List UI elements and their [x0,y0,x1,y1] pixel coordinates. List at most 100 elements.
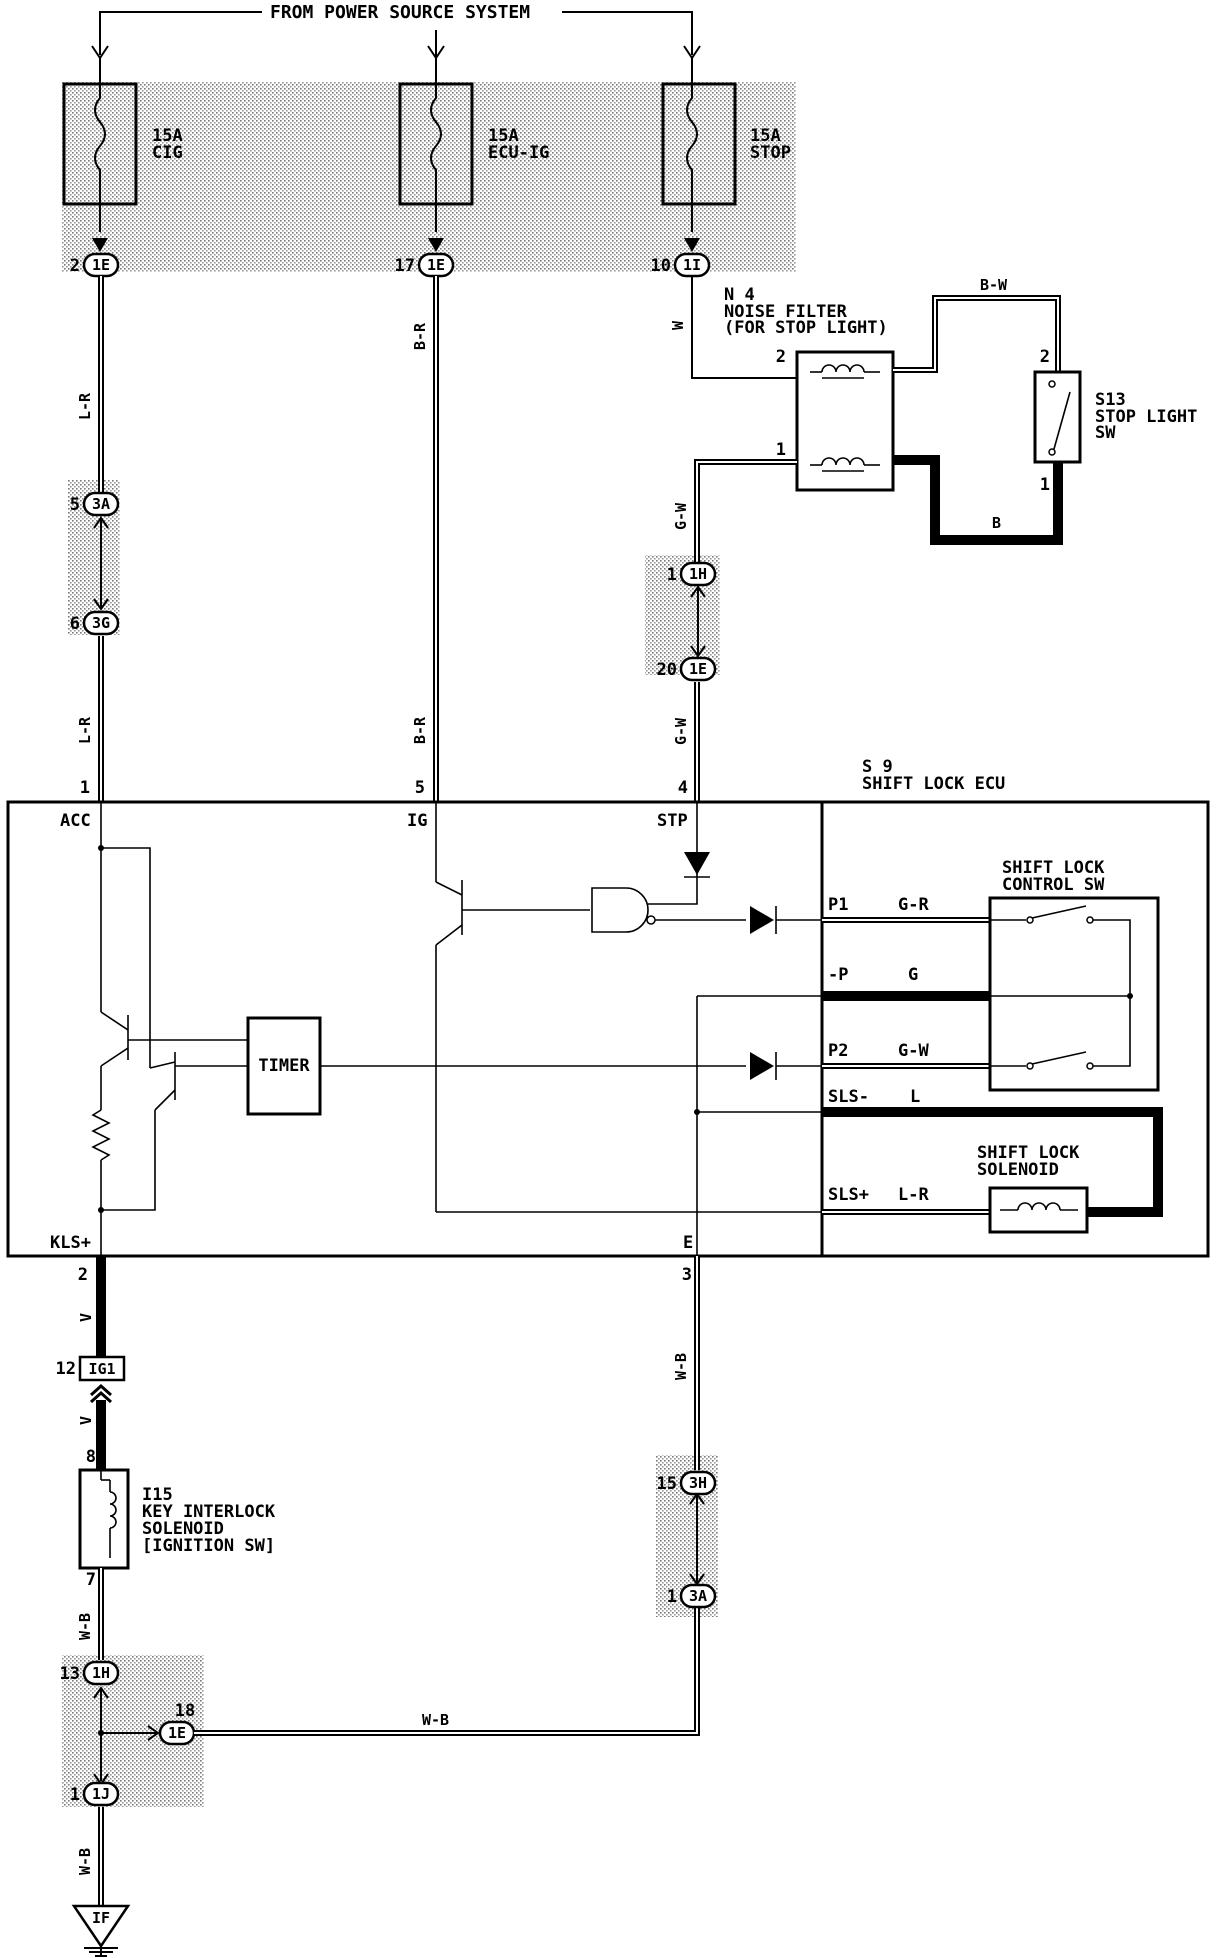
wire-color-stop-top: W [669,320,687,330]
stop-light-switch-sub: SW [1095,423,1116,443]
solenoid-line1: SHIFT LOCK [977,1143,1080,1163]
svg-text:10: 10 [651,256,671,276]
svg-text:3G: 3G [92,614,110,632]
svg-text:6: 6 [70,614,80,634]
wire-b: B [893,455,1063,545]
terminal-sls-minus: SLS- [828,1087,869,1107]
wire-color-horizontal: W-B [422,1711,449,1729]
fuse-cig-rating: 15A [152,126,183,146]
svg-text:1E: 1E [168,1724,186,1742]
wire-color-stp-top: G-W [672,502,690,530]
wire-color-ground: W-B [76,1848,94,1875]
svg-text:15: 15 [657,1474,677,1494]
wire-color-ig-top: B-R [411,322,429,350]
stop-light-switch-pin-2: 2 [1040,347,1050,367]
svg-text:1I: 1I [683,256,701,274]
ecu-terminals: P1 G-R -P G P2 G-W SLS- L SLS+ L-R [822,895,1163,1217]
wire-color-kls-bottom: V [77,1416,95,1425]
power-source-header: FROM POWER SOURCE SYSTEM [91,2,701,85]
noise-filter-sub: (FOR STOP LIGHT) [724,318,888,338]
ecu-code: S 9 [862,757,893,777]
wire-color-cig-bottom: L-R [76,716,94,744]
terminal-p: -P [828,965,848,985]
terminal-p2-color: G-W [898,1041,929,1061]
power-source-label: FROM POWER SOURCE SYSTEM [270,2,530,23]
noise-filter-code: N 4 [724,285,755,305]
connector-c9: 3H 15 [657,1470,717,1496]
terminal-sls-plus-color: L-R [898,1185,929,1205]
stop-light-switch-code: S13 [1095,390,1126,410]
wire-kls: V V [77,1256,113,1470]
fuse-ecu-ig-rating: 15A [488,126,519,146]
shift-lock-control-switch: SHIFT LOCK CONTROL SW [988,858,1160,1092]
svg-text:1: 1 [70,1785,80,1805]
wire-b-w: B-W [893,276,1061,373]
stop-light-switch-pin-1: 1 [1040,475,1050,495]
connector-c3: 1I 10 [651,252,711,278]
connector-c1: 1E 2 [70,252,120,278]
key-interlock-pin-7: 7 [86,1570,96,1590]
wire-color-ig-bottom: B-R [411,716,429,744]
terminal-sls-plus: SLS+ [828,1185,869,1205]
ecu-pin-acc-num: 1 [80,778,90,798]
terminal-p1-color: G-R [898,895,929,915]
wire-color-cig-top: L-R [76,392,94,420]
ecu-pin-e: E [683,1233,693,1253]
key-interlock-solenoid: 8 7 I15 KEY INTERLOCK SOLENOID [IGNITION… [78,1447,276,1590]
ecu-internal-circuit: TIMER [91,802,822,1256]
control-sw-line2: CONTROL SW [1002,875,1105,895]
solenoid-line2: SOLENOID [977,1160,1059,1180]
svg-text:1E: 1E [427,256,445,274]
svg-text:20: 20 [657,660,677,680]
connector-c8: IG1 12 [56,1355,126,1382]
ground-id: IF [92,1909,110,1927]
svg-text:3A: 3A [92,495,110,513]
key-interlock-code: I15 [142,1485,173,1505]
svg-text:1H: 1H [92,1664,110,1682]
wire-color-kls-top: V [77,1313,95,1322]
svg-text:1: 1 [667,565,677,585]
svg-text:12: 12 [56,1359,76,1379]
noise-filter-name: NOISE FILTER [724,302,848,322]
wire-color-b-w: B-W [980,276,1008,294]
ecu-pin-kls: KLS+ [50,1233,91,1253]
svg-text:5: 5 [70,495,80,515]
svg-text:3H: 3H [689,1474,707,1492]
key-interlock-line2: SOLENOID [142,1519,224,1539]
control-sw-line1: SHIFT LOCK [1002,858,1105,878]
shift-lock-ecu: S 9 SHIFT LOCK ECU 1 ACC 5 IG 4 STP KLS+… [6,757,1210,1285]
fuse-stop-rating: 15A [750,126,781,146]
terminal-p1: P1 [828,895,848,915]
connector-c7: 1E 20 [657,656,717,682]
key-interlock-line1: KEY INTERLOCK [142,1502,276,1522]
connector-c2: 1E 17 [395,252,455,278]
connector-c13: 1J 1 [70,1781,120,1807]
key-interlock-pin-8: 8 [86,1447,96,1467]
svg-text:1E: 1E [92,256,110,274]
wire-color-e: W-B [672,1353,690,1380]
ecu-pin-ig: IG [407,811,427,831]
ecu-pin-kls-num: 2 [78,1265,88,1285]
ecu-timer: TIMER [258,1056,310,1076]
ecu-pin-e-num: 3 [682,1265,692,1285]
wire-stp: G-W G-W [672,459,797,802]
ecu-pin-stp: STP [657,811,688,831]
key-interlock-line3: [IGNITION SW] [142,1536,275,1556]
connector-c12: 1E 18 [158,1701,196,1746]
fuse-output-arrows [92,238,700,252]
ecu-name: SHIFT LOCK ECU [862,774,1005,794]
wire-ig: B-R B-R [411,276,439,802]
terminal-p2: P2 [828,1041,848,1061]
fuse-stop: 15A STOP [661,58,791,232]
noise-filter-pin-1: 1 [776,440,786,460]
svg-text:2: 2 [70,256,80,276]
terminal-p-color: G [908,965,918,985]
ecu-pin-acc: ACC [60,811,91,831]
svg-text:IG1: IG1 [88,1360,115,1378]
svg-text:3A: 3A [689,1587,707,1605]
svg-text:18: 18 [175,1701,195,1721]
wire-color-stp-bottom: G-W [672,717,690,745]
fuse-ecu-ig-name: ECU-IG [488,143,549,163]
connector-c5: 3G 6 [70,610,120,636]
